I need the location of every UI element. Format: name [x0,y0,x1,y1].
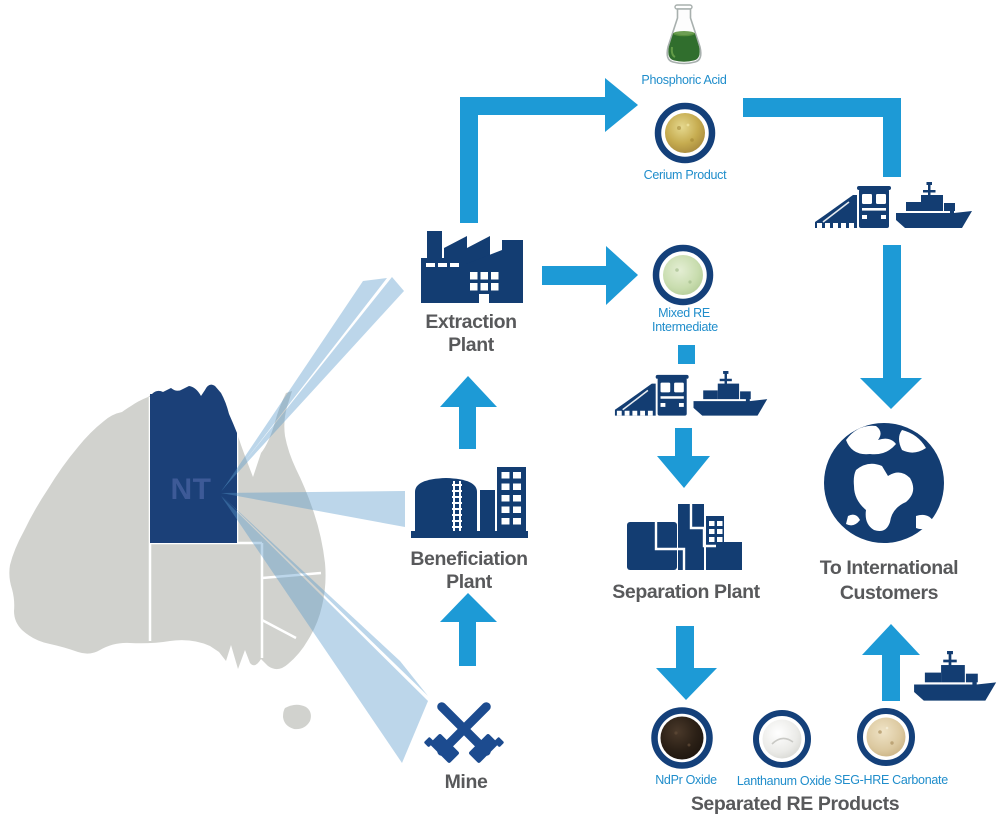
dash-mixed-to-transport [678,345,695,364]
seg-hre-label: SEG-HRE Carbonate [834,773,948,787]
nt-label: NT [171,473,212,506]
ray-to-beneficiation [221,491,405,527]
lanthanum-label: Lanthanum Oxide [737,774,832,788]
arrow-extraction-to-mixed-re [542,246,638,305]
australia-map: NT [9,384,326,730]
tasmania [283,704,311,730]
arrow-products-to-globe [862,624,920,701]
ray-to-mine-2 [221,496,428,763]
flow-arrows [440,78,922,701]
beneficiation-plant-icon [411,467,528,538]
ray-to-extraction-2 [221,278,387,492]
arrow-transport-to-globe [860,245,922,409]
ndpr-label: NdPr Oxide [655,773,717,787]
arrow-beneficiation-to-extraction [440,376,497,449]
seg-hre-swatch [857,708,915,766]
ship-icon-bottom [914,651,997,701]
separation-plant-icon [627,504,742,570]
mixed-re-label-line2: Intermediate [652,320,718,334]
signal-rays [221,277,428,763]
arrow-transport-to-separation [657,428,710,488]
ray-to-mine [221,495,428,696]
arrow-separation-to-products [656,626,717,700]
mixed-re-swatch [652,244,714,306]
ray-to-extraction [221,277,404,491]
arrow-extraction-to-acid [460,78,638,223]
phosphoric-acid-flask-icon [666,4,702,65]
cerium-product-label: Cerium Product [644,168,727,182]
train-ship-icon-middle [615,371,767,416]
arrow-mine-to-beneficiation [440,593,497,666]
customers-label-line1: To International [820,557,958,579]
globe-icon [824,423,944,543]
beneficiation-label-line2: Plant [446,571,493,593]
customers-label-line2: Customers [840,582,939,604]
ndpr-swatch [651,707,713,769]
extraction-label-line1: Extraction [425,311,516,333]
mine-icon [423,690,505,766]
mixed-re-label-line1: Mixed RE [658,306,710,320]
beneficiation-label-line1: Beneficiation [410,548,527,570]
pipe-cerium-to-transport [743,98,901,177]
extraction-plant-icon [421,231,523,303]
mine-label: Mine [445,771,488,793]
train-ship-icon-top [815,182,972,228]
lanthanum-swatch [753,710,811,768]
separation-label: Separation Plant [612,581,760,603]
phosphoric-acid-label: Phosphoric Acid [641,73,726,87]
extraction-label-line2: Plant [448,334,495,356]
separated-products-label: Separated RE Products [691,793,900,815]
cerium-product-swatch [654,102,716,164]
nt-region [150,384,237,543]
